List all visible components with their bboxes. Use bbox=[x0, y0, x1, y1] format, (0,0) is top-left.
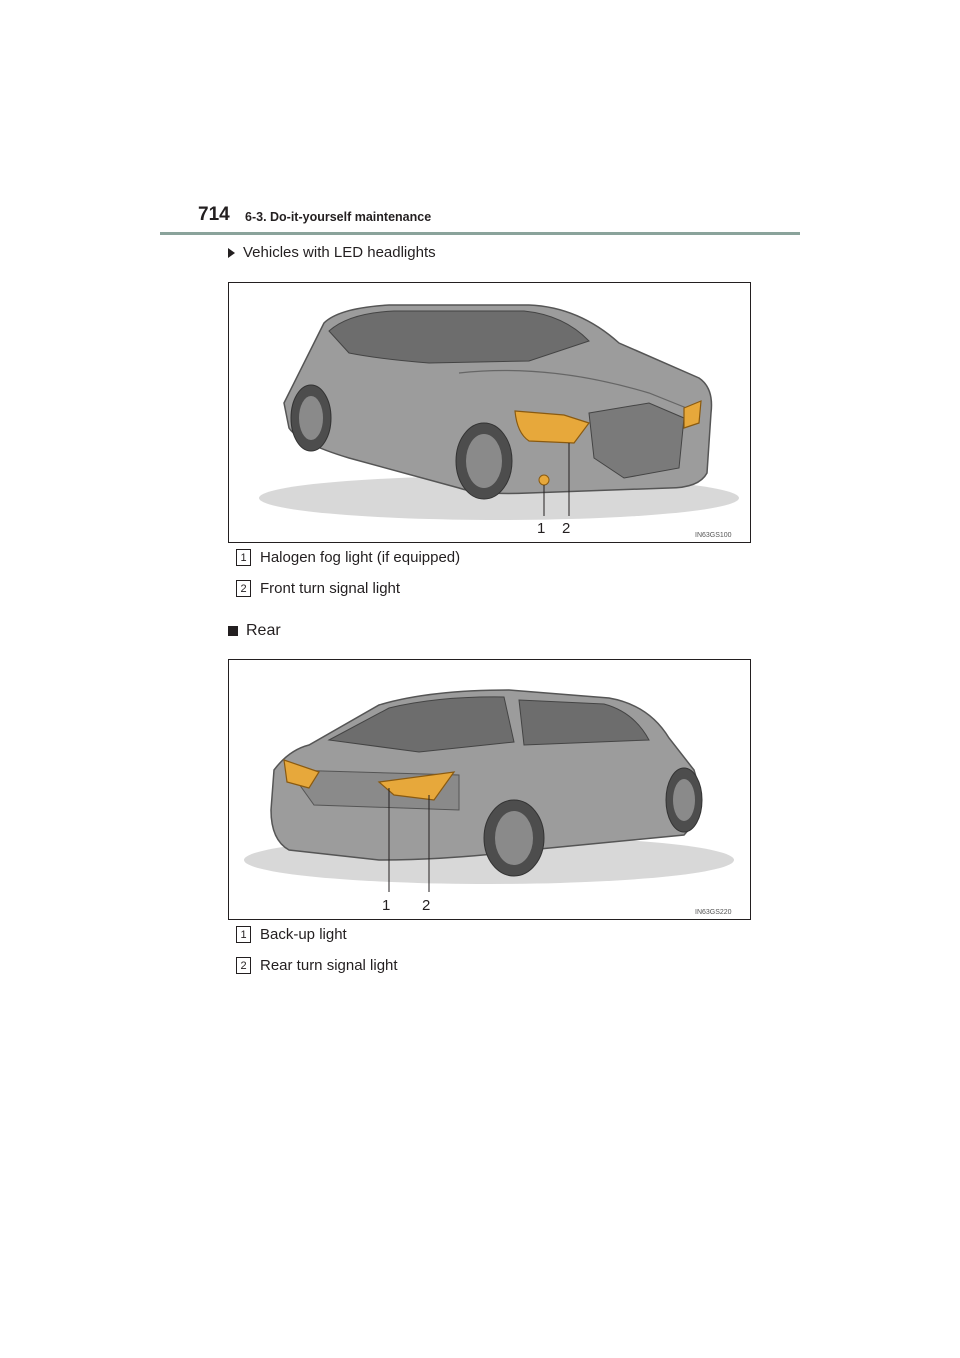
headlight-right bbox=[683, 400, 702, 429]
callout-1: 1 bbox=[537, 520, 545, 537]
page-number: 714 bbox=[198, 204, 230, 225]
hood-line bbox=[458, 369, 700, 414]
rear-rim bbox=[495, 811, 533, 865]
rear-legend-2: 2 Rear turn signal light bbox=[236, 957, 398, 974]
callout-1: 1 bbox=[382, 897, 390, 914]
figure-code: IN63GS220 bbox=[695, 909, 732, 916]
rear-window bbox=[327, 696, 515, 753]
front-legend-2: 2 Front turn signal light bbox=[236, 580, 400, 597]
rear-legend-1: 1 Back-up light bbox=[236, 926, 347, 943]
rear-rim bbox=[299, 396, 323, 440]
rear-heading: Rear bbox=[228, 622, 281, 640]
callout-2: 2 bbox=[562, 520, 570, 537]
headlight-left bbox=[514, 410, 590, 444]
legend-number: 1 bbox=[236, 549, 251, 566]
car-windows bbox=[328, 310, 590, 364]
square-bullet-icon bbox=[228, 626, 238, 636]
legend-number: 2 bbox=[236, 580, 251, 597]
section-title: 6-3. Do-it-yourself maintenance bbox=[245, 210, 432, 224]
front-rim bbox=[466, 434, 502, 488]
legend-number: 2 bbox=[236, 957, 251, 974]
taillight-left bbox=[283, 759, 320, 789]
legend-text: Front turn signal light bbox=[260, 580, 401, 597]
header-divider bbox=[160, 232, 800, 235]
front-car-illustration: 1 2 IN63GS100 bbox=[259, 304, 739, 539]
fog-light bbox=[538, 474, 550, 486]
rear-car-illustration: 1 2 IN63GS220 bbox=[244, 689, 734, 916]
legend-text: Rear turn signal light bbox=[260, 957, 398, 974]
front-subheading-text: Vehicles with LED headlights bbox=[243, 244, 436, 261]
front-subheading: Vehicles with LED headlights bbox=[228, 244, 436, 261]
callout-2: 2 bbox=[422, 897, 430, 914]
front-car-figure: 1 2 IN63GS100 bbox=[228, 282, 751, 543]
grille bbox=[588, 402, 685, 479]
legend-number: 1 bbox=[236, 926, 251, 943]
front-rim bbox=[673, 779, 695, 821]
triangle-bullet-icon bbox=[228, 247, 235, 258]
rear-heading-text: Rear bbox=[246, 622, 281, 639]
figure-code: IN63GS100 bbox=[695, 532, 732, 539]
legend-text: Halogen fog light (if equipped) bbox=[260, 549, 461, 566]
front-legend-1: 1 Halogen fog light (if equipped) bbox=[236, 549, 460, 566]
rear-car-figure: 1 2 IN63GS220 bbox=[228, 659, 751, 920]
legend-text: Back-up light bbox=[260, 926, 347, 943]
side-windows bbox=[518, 699, 650, 746]
